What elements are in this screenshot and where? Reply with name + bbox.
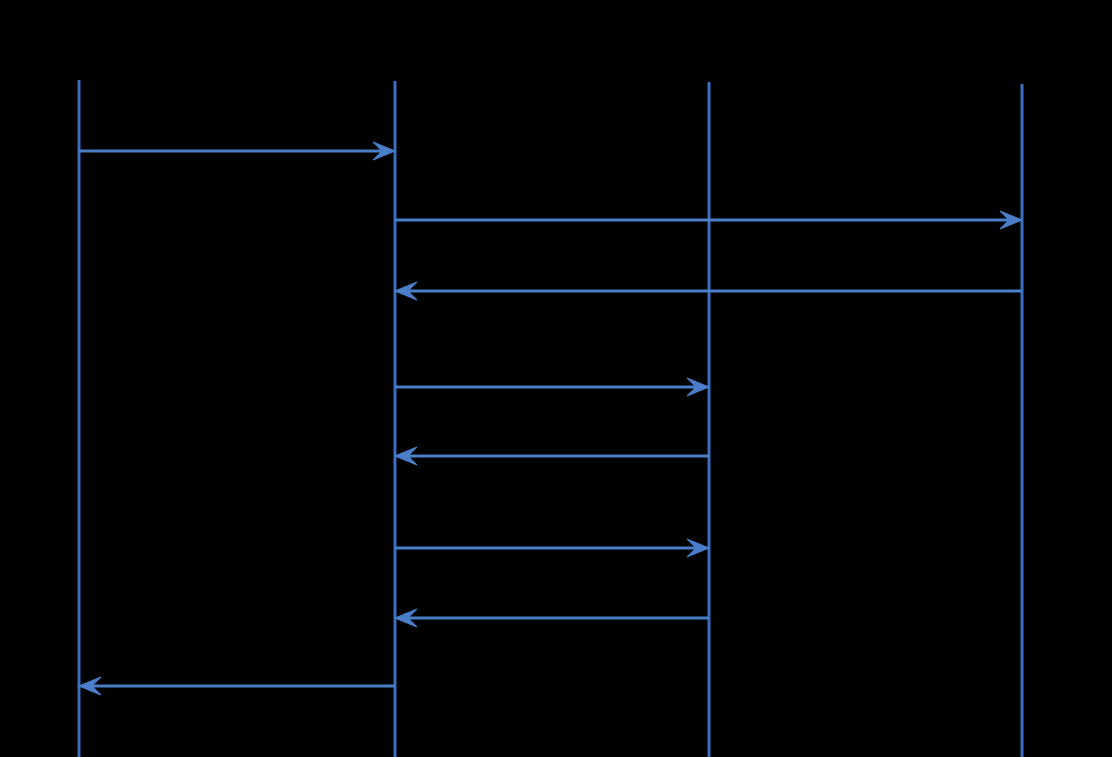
message-arrowhead	[393, 608, 418, 628]
message-4[interactable]	[395, 377, 711, 397]
message-arrowhead	[686, 538, 711, 558]
message-arrowhead	[999, 210, 1024, 230]
message-arrowhead	[372, 141, 397, 161]
message-6[interactable]	[395, 538, 711, 558]
lifelines-group	[77, 80, 1024, 757]
message-arrowhead	[77, 676, 102, 696]
messages-group	[77, 141, 1024, 696]
message-8[interactable]	[77, 676, 395, 696]
message-arrowhead	[393, 446, 418, 466]
message-2[interactable]	[395, 210, 1024, 230]
message-arrowhead	[393, 281, 418, 301]
message-1[interactable]	[79, 141, 397, 161]
message-arrowhead	[686, 377, 711, 397]
message-7[interactable]	[393, 608, 709, 628]
message-3[interactable]	[393, 281, 1022, 301]
message-5[interactable]	[393, 446, 709, 466]
